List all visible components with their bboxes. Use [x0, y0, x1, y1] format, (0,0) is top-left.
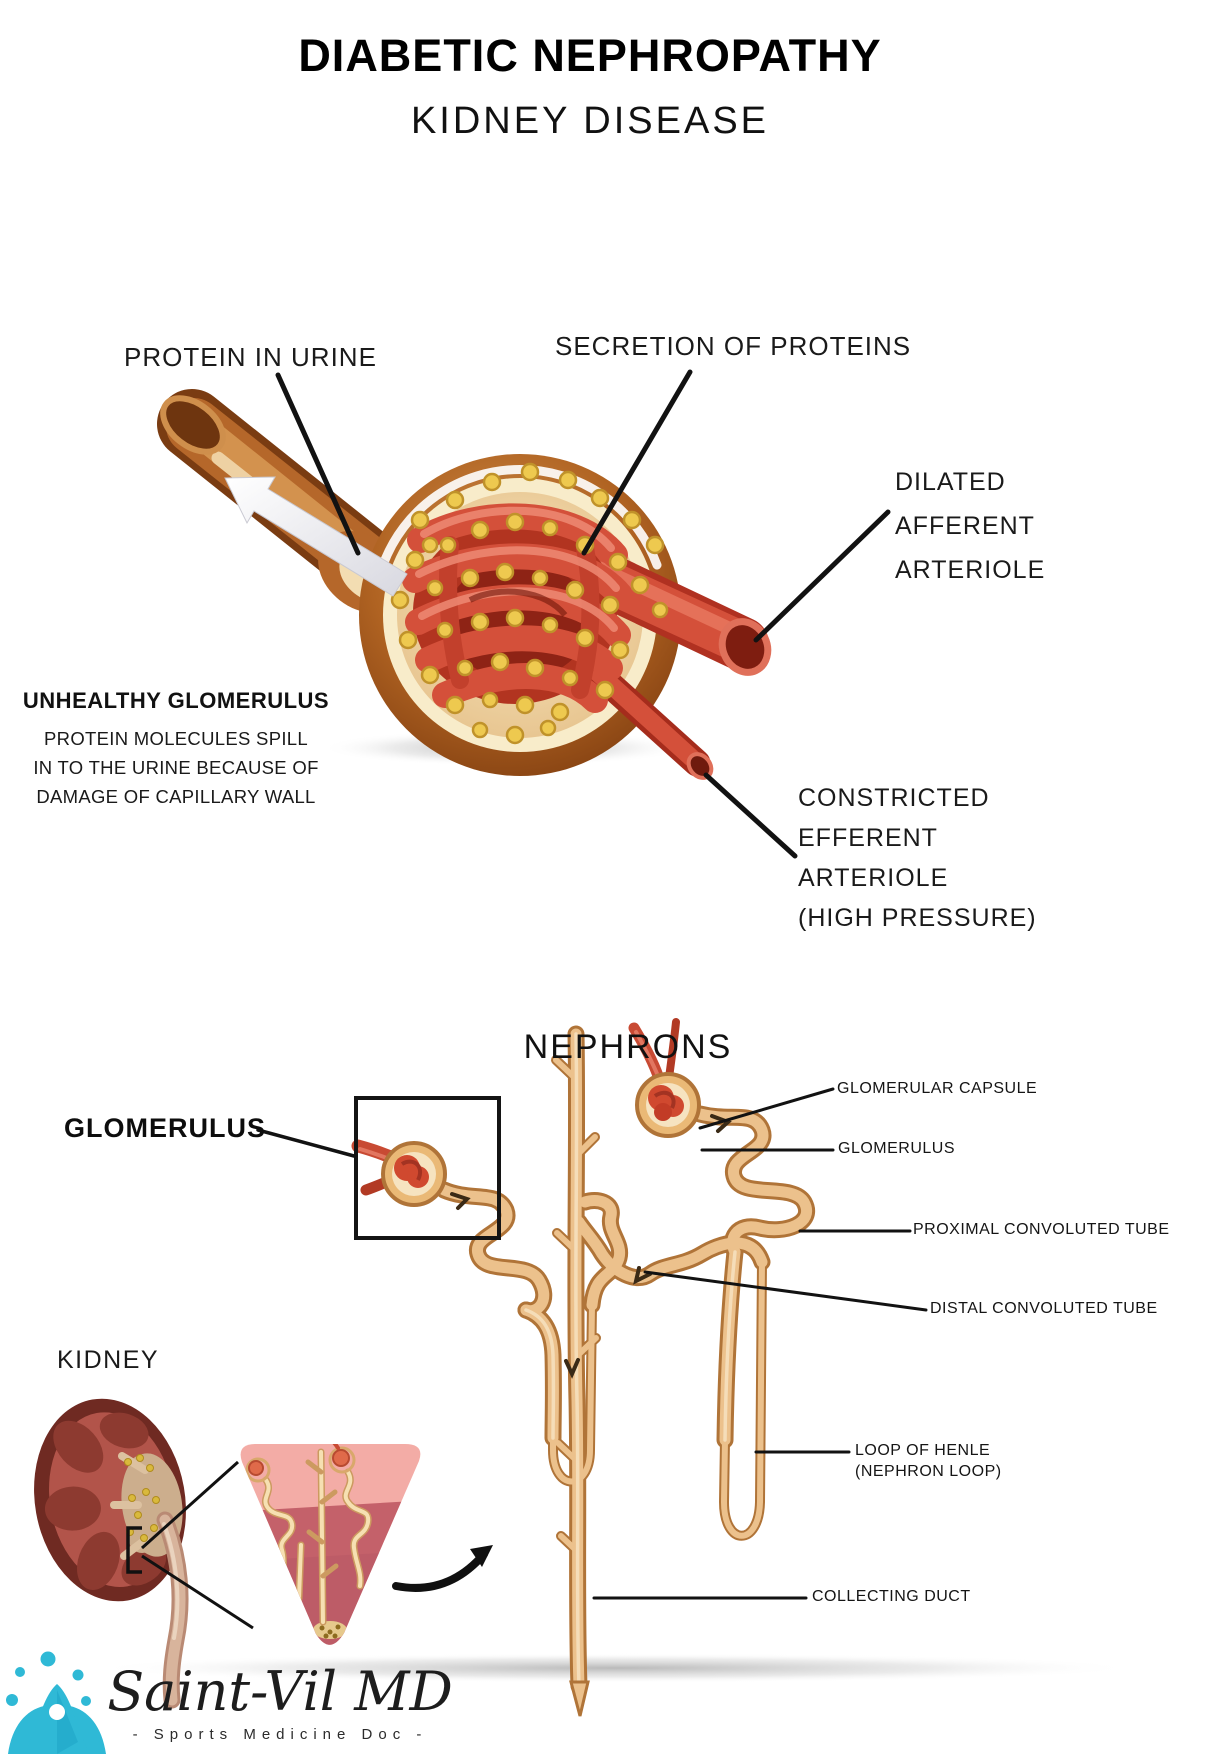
label-dilated-afferent-arteriole: DILATED AFFERENT ARTERIOLE — [895, 468, 1046, 584]
label-glomerulus: GLOMERULUS — [838, 1140, 956, 1157]
label-secretion-of-proteins: SECRETION OF PROTEINS — [555, 331, 912, 361]
unhealthy-glomerulus-illustration — [157, 389, 772, 780]
header: DIABETIC NEPHROPATHY KIDNEY DISEASE — [0, 30, 1180, 143]
flow-arrows — [450, 1114, 732, 1379]
page-subtitle: KIDNEY DISEASE — [410, 100, 770, 142]
kidney-illustration — [34, 1398, 254, 1709]
nephron-illustration — [351, 1018, 815, 1717]
upper-leader-lines — [275, 369, 891, 859]
unhealthy-glomerulus-caption: UNHEALTHY GLOMERULUS PROTEIN MOLECULES S… — [6, 688, 346, 811]
saint-vil-logo-icon — [6, 1651, 106, 1754]
logo-name: Saint-Vil MD — [107, 1660, 453, 1723]
page-title: DIABETIC NEPHROPATHY — [298, 30, 882, 81]
nephron-glomerulus-right — [628, 1018, 701, 1138]
logo-tagline: - Sports Medicine Doc - — [132, 1726, 428, 1743]
label-constricted-efferent-arteriole: CONSTRICTED EFFERENT ARTERIOLE (HIGH PRE… — [798, 784, 1037, 932]
label-protein-in-urine: PROTEIN IN URINE — [124, 342, 377, 372]
label-kidney: KIDNEY — [57, 1346, 160, 1374]
renal-tissue-wedge — [240, 1444, 421, 1645]
lower-leader-lines — [256, 1087, 928, 1600]
caption-body: PROTEIN MOLECULES SPILL IN TO THE URINE … — [33, 728, 319, 807]
label-loop-of-henle: LOOP OF HENLE (NEPHRON LOOP) — [855, 1442, 1002, 1480]
label-glomerular-capsule: GLOMERULAR CAPSULE — [837, 1080, 1038, 1097]
label-distal-convoluted-tube: DISTAL CONVOLUTED TUBE — [930, 1300, 1158, 1317]
glomerulus-zoom-box — [354, 1096, 501, 1240]
magnify-arrow — [392, 1545, 493, 1592]
protein-molecules — [390, 462, 669, 745]
collecting-duct-tip — [569, 1680, 590, 1717]
label-proximal-convoluted-tube: PROXIMAL CONVOLUTED TUBE — [913, 1221, 1170, 1238]
nephron-glomerulus-boxed — [351, 1139, 447, 1207]
label-glomerulus-callout: GLOMERULUS — [64, 1113, 266, 1143]
nephrons-heading: NEPHRONS — [523, 1028, 733, 1066]
urine-flow-arrow — [224, 476, 408, 597]
caption-heading: UNHEALTHY GLOMERULUS — [22, 688, 330, 713]
kidney-bracket — [126, 1526, 142, 1574]
bottom-shadow — [90, 1653, 1140, 1683]
label-collecting-duct: COLLECTING DUCT — [812, 1588, 971, 1605]
